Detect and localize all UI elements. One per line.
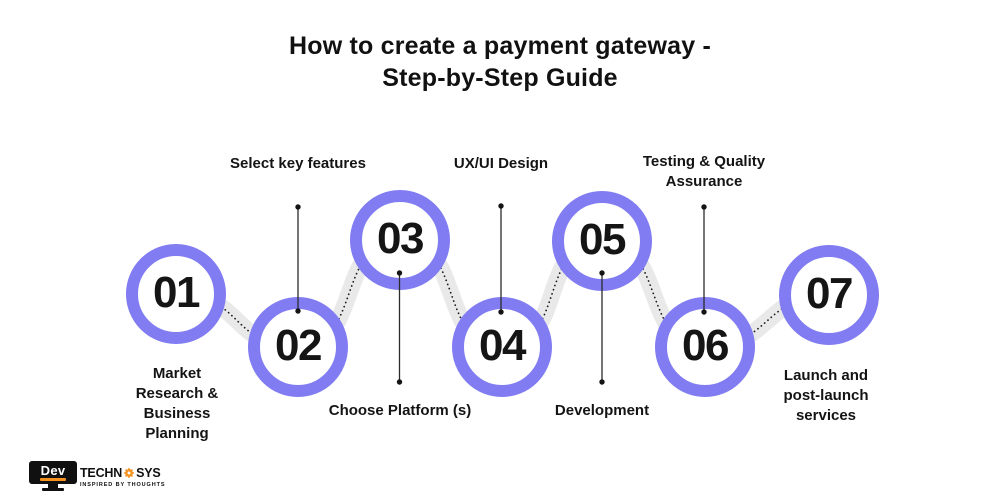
- logo-brand-right: SYS: [136, 466, 161, 480]
- step-number-03: 03: [377, 214, 424, 263]
- step-number-06: 06: [682, 321, 729, 370]
- page-title: How to create a payment gateway - Step-b…: [0, 31, 1000, 94]
- logo-monitor: Dev: [29, 461, 77, 491]
- page-title-line2: Step-by-Step Guide: [382, 63, 618, 92]
- step-circle-03: 03: [350, 190, 450, 290]
- step-label-ux-ui-design: UX/UI Design: [453, 155, 549, 172]
- devtechnosys-logo: Dev TECHN SYS: [29, 461, 165, 491]
- logo-text-block: TECHN SYS INSPIRED BY THOUGHTS: [80, 461, 165, 491]
- gear-icon: [124, 468, 134, 479]
- step-circle-07: 07: [779, 245, 879, 345]
- step-label-choose-platform: Choose Platform (s): [328, 402, 472, 419]
- step-label-testing-quality-assurance: Testing & Quality Assurance: [642, 153, 766, 191]
- step-circle-04: 04: [452, 297, 552, 397]
- monitor-stand: [48, 484, 58, 488]
- step-label-development: Development: [554, 402, 650, 419]
- logo-tagline: INSPIRED BY THOUGHTS: [80, 481, 166, 488]
- step-number-02: 02: [275, 321, 322, 370]
- step-number-01: 01: [153, 268, 200, 317]
- logo-monitor-text: Dev: [40, 463, 66, 479]
- monitor-icon: Dev: [29, 461, 77, 484]
- logo-brand-left: TECHN: [80, 466, 123, 480]
- step-label-market-research: Market Research & Business Planning: [135, 365, 219, 443]
- step-circle-02: 02: [248, 297, 348, 397]
- monitor-stand-base: [42, 488, 64, 491]
- step-circle-01: 01: [126, 244, 226, 344]
- step-label-launch-post-launch: Launch and post-launch services: [783, 367, 869, 425]
- step-number-07: 07: [806, 269, 853, 318]
- page-title-line1: How to create a payment gateway -: [288, 32, 711, 60]
- step-number-04: 04: [479, 321, 526, 370]
- step-circle-06: 06: [655, 297, 755, 397]
- logo-monitor-underline: [40, 478, 66, 481]
- step-number-05: 05: [579, 215, 626, 264]
- logo-brand-row: TECHN SYS: [80, 467, 165, 480]
- step-circle-05: 05: [552, 191, 652, 291]
- step-label-select-key-features: Select key features: [230, 155, 366, 172]
